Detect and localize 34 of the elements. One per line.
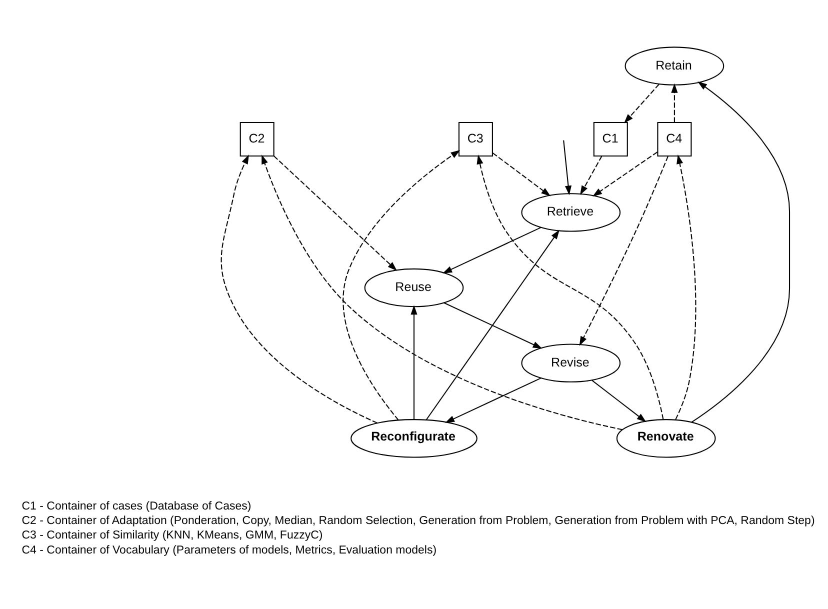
- arrow: [444, 302, 542, 349]
- arrow: [580, 156, 602, 196]
- arrow: [691, 82, 790, 423]
- arrow: [274, 156, 398, 271]
- arrow: [563, 140, 572, 196]
- arrow: [675, 154, 696, 420]
- node-ellipse: Reconfigurate: [350, 419, 478, 458]
- arrow: [220, 154, 378, 424]
- arrow: [671, 83, 678, 122]
- arrow: [262, 154, 622, 430]
- arrow: [624, 84, 660, 124]
- node-box: C2: [240, 122, 274, 156]
- node-ellipse: Renovate: [616, 419, 716, 458]
- label: C4 - Container of Vocabulary (Parameters of models, Metrics, Evaluation models): [22, 544, 437, 556]
- node-box: C1: [593, 122, 628, 156]
- node-ellipse: Reuse: [364, 268, 464, 308]
- node-ellipse: Revise: [521, 344, 621, 382]
- arrow: [592, 152, 658, 197]
- label: C2 - Container of Adaptation (Ponderation, Copy, Median, Random Selection, Generation from Problem, Generation from Problem with PCA, Random Step): [22, 514, 815, 527]
- arrow: [410, 305, 418, 420]
- arrow: [445, 378, 542, 423]
- arrow: [579, 156, 668, 346]
- arrow: [492, 152, 551, 196]
- arrow: [476, 154, 664, 420]
- label: C1 - Container of cases (Database of Cases): [22, 500, 252, 512]
- arrow: [426, 230, 560, 420]
- arrow: [442, 226, 542, 274]
- arrow: [342, 150, 460, 420]
- node-box: C4: [657, 122, 692, 156]
- label: C3 - Container of Similarity (KNN, KMeans, GMM, FuzzyC): [22, 530, 323, 542]
- node-box: C3: [458, 122, 493, 156]
- arrow: [592, 380, 646, 422]
- node-ellipse: Retrieve: [521, 193, 621, 232]
- node-ellipse: Retain: [624, 46, 724, 86]
